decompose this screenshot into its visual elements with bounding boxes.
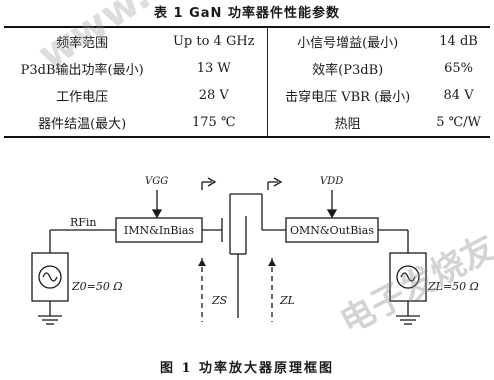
param-label: 效率(P3dB) — [267, 55, 428, 82]
pa-block-diagram: RFin Z0=50 Ω IMN&InBias VGG — [31, 176, 479, 325]
ac-source-icon — [38, 265, 62, 289]
omn-block-label: OMN&OutBias — [290, 224, 374, 237]
vgg-label: VGG — [145, 176, 168, 187]
zl-label: ZL — [279, 294, 295, 307]
param-value: 13 W — [196, 61, 231, 76]
param-value: 5 ℃/W — [427, 109, 490, 138]
table-row: P3dB输出功率(最小) 13 W 效率(P3dB) 65% — [4, 55, 490, 82]
table-row: 频率范围 Up to 4 GHz 小信号增益(最小) 14 dB — [4, 26, 490, 55]
param-value: 175 ℃ — [160, 109, 268, 138]
ac-load-icon — [396, 265, 420, 289]
param-value: Up to 4 GHz — [160, 26, 268, 55]
table-title: 表 1 GaN 功率器件性能参数 — [154, 6, 340, 21]
parameter-table: 频率范围 Up to 4 GHz 小信号增益(最小) 14 dB P3dB输出功… — [4, 26, 490, 138]
param-value: 65% — [444, 61, 474, 76]
imn-block-label: IMN&InBias — [124, 224, 195, 237]
vdd-arrow-icon — [326, 209, 338, 219]
param-label: 器件结温(最大) — [4, 109, 161, 138]
param-value: 84 V — [443, 88, 474, 103]
ground-icon — [38, 315, 62, 325]
param-label: P3dB输出功率(最小) — [20, 63, 144, 78]
left-source — [31, 229, 116, 325]
param-value: 14 dB — [427, 26, 490, 55]
ground-icon — [396, 315, 420, 325]
vgg-arrow-icon — [151, 209, 163, 219]
z0-label: Z0=50 Ω — [71, 280, 122, 293]
param-label: 击穿电压 VBR (最小) — [267, 82, 428, 109]
figure-caption: 图 1 功率放大器原理框图 — [159, 361, 335, 376]
zl-load-label: ZL=50 Ω — [427, 280, 479, 293]
zs-label: ZS — [211, 294, 228, 307]
param-label: 热阻 — [267, 109, 428, 138]
param-label: 工作电压 — [56, 90, 109, 105]
param-label: 小信号增益(最小) — [267, 26, 428, 55]
transistor-symbol — [201, 177, 286, 318]
param-value: 28 V — [198, 88, 229, 103]
vdd-label: VDD — [320, 176, 343, 187]
rfin-label: RFin — [70, 216, 97, 229]
table-row: 器件结温(最大) 175 ℃ 热阻 5 ℃/W — [4, 109, 490, 138]
param-label: 频率范围 — [4, 26, 161, 55]
table-row: 工作电压 28 V 击穿电压 VBR (最小) 84 V — [4, 82, 490, 109]
right-load — [378, 229, 427, 325]
